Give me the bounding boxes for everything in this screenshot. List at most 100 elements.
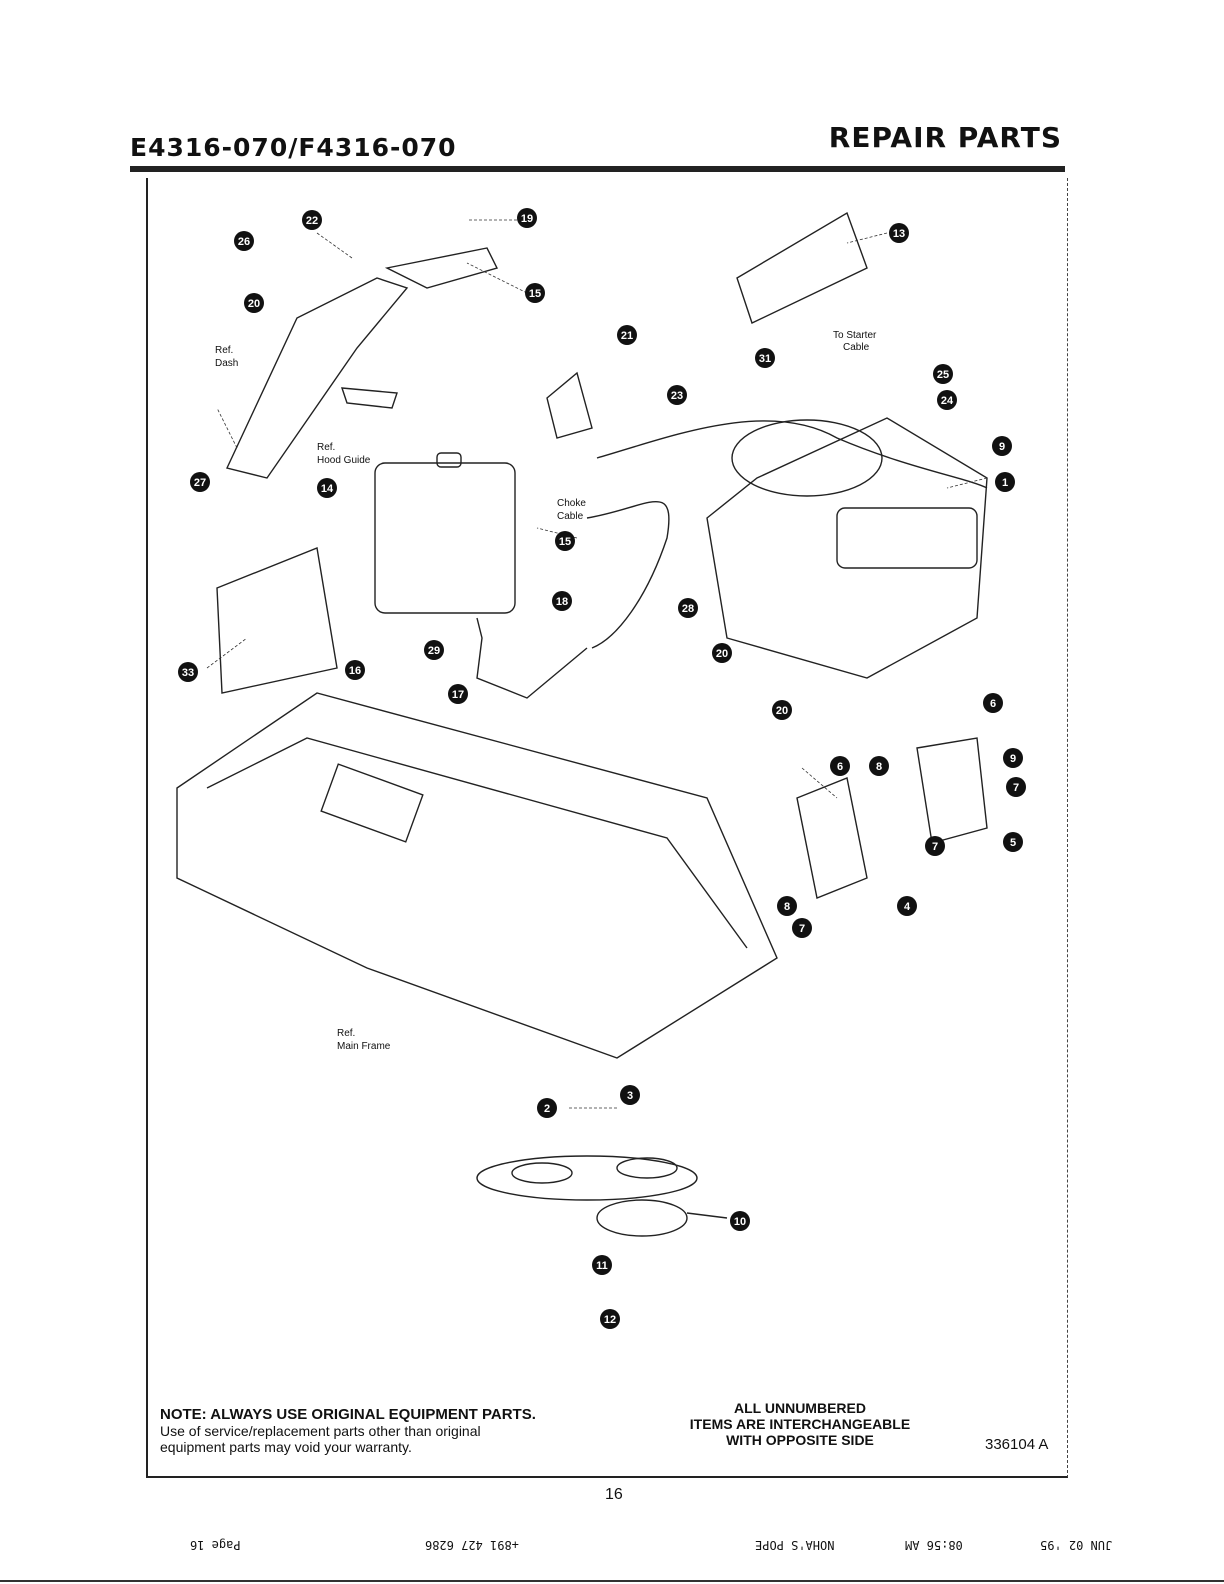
callout-5: 5 — [1003, 832, 1023, 852]
svg-text:33: 33 — [182, 667, 194, 679]
callout-22: 21 — [617, 325, 637, 345]
svg-text:22: 22 — [306, 215, 318, 227]
warranty-note: NOTE: ALWAYS USE ORIGINAL EQUIPMENT PART… — [160, 1407, 536, 1456]
svg-text:2: 2 — [544, 1103, 550, 1115]
dash-bracket — [340, 387, 398, 409]
ref-dash-2: Dash — [215, 358, 238, 369]
fuel-tank — [374, 462, 516, 614]
main-frame-rail — [206, 737, 748, 949]
fuel-cap — [436, 452, 462, 468]
callout-13: 13 — [889, 223, 909, 243]
svg-text:25: 25 — [937, 369, 949, 381]
svg-text:27: 27 — [194, 477, 206, 489]
main-frame — [176, 692, 778, 1059]
callout-15a: 15 — [525, 283, 545, 303]
choke-cable — [586, 500, 670, 649]
callout-17: 17 — [448, 684, 468, 704]
callout-21b: 20 — [712, 643, 732, 663]
callout-8a: 8 — [869, 756, 889, 776]
ref-hood-2: Hood Guide — [317, 455, 371, 466]
svg-text:8: 8 — [784, 901, 790, 913]
callout-18: 18 — [552, 591, 572, 611]
dash-part — [226, 277, 409, 479]
svg-text:20: 20 — [716, 648, 728, 660]
callout-14: 14 — [317, 478, 337, 498]
callout-19: 19 — [517, 208, 537, 228]
engine-mount-right — [916, 737, 988, 844]
callout-12: 12 — [600, 1309, 620, 1329]
clutch-pulley — [596, 1199, 688, 1237]
svg-text:31: 31 — [759, 353, 771, 365]
throttle-bracket — [546, 371, 593, 439]
svg-text:13: 13 — [893, 228, 905, 240]
svg-text:28: 28 — [682, 603, 694, 615]
callout-30: 29 — [424, 640, 444, 660]
callout-6a: 6 — [983, 693, 1003, 713]
fax-sender: NOHA'S POPE — [755, 1538, 835, 1552]
callout-33: 33 — [178, 662, 198, 682]
ref-starter-2: Cable — [843, 342, 870, 353]
hood-guide-part — [384, 247, 499, 289]
fax-phone: +891 427 6286 — [425, 1538, 519, 1552]
svg-text:1: 1 — [1002, 477, 1008, 489]
svg-text:8: 8 — [876, 761, 882, 773]
callout-21a: 20 — [244, 293, 264, 313]
svg-text:10: 10 — [734, 1216, 746, 1228]
callout-2: 2 — [537, 1098, 557, 1118]
callout-11: 11 — [592, 1255, 612, 1275]
callout-8b: 8 — [777, 896, 797, 916]
svg-text:9: 9 — [999, 441, 1005, 453]
starter-cable — [596, 420, 988, 489]
callout-3: 3 — [620, 1085, 640, 1105]
svg-text:14: 14 — [321, 483, 334, 495]
svg-text:23: 23 — [671, 390, 683, 402]
svg-text:20: 20 — [248, 298, 260, 310]
svg-text:6: 6 — [837, 761, 843, 773]
svg-text:20: 20 — [776, 705, 788, 717]
engine-air-cleaner — [836, 507, 978, 569]
note-line-2: equipment parts may void your warranty. — [160, 1439, 412, 1455]
svg-text:3: 3 — [627, 1090, 633, 1102]
header-rule — [130, 166, 1065, 172]
callout-31: 31 — [755, 348, 775, 368]
svg-text:17: 17 — [452, 689, 464, 701]
document-number: 336104 A — [985, 1436, 1049, 1453]
repair-parts-heading: REPAIR PARTS — [828, 121, 1062, 154]
svg-text:6: 6 — [990, 698, 996, 710]
svg-text:16: 16 — [349, 665, 361, 677]
callout-1: 1 — [995, 472, 1015, 492]
ref-starter-1: To Starter — [833, 330, 877, 341]
ref-mainframe-1: Ref. — [337, 1028, 355, 1039]
callout-7b: 7 — [925, 836, 945, 856]
svg-text:9: 9 — [1010, 753, 1016, 765]
callout-27: 26 — [234, 231, 254, 251]
ref-mainframe-2: Main Frame — [337, 1041, 391, 1052]
callout-6b: 6 — [830, 756, 850, 776]
ref-choke-1: Choke — [557, 498, 586, 509]
engine-mount-left — [796, 777, 868, 899]
callout-16: 16 — [345, 660, 365, 680]
fax-page: Page 16 — [190, 1538, 241, 1552]
diagram-frame — [146, 178, 1068, 1478]
fax-time: 08:56 AM — [905, 1538, 963, 1552]
reference-labels: Ref. Dash Ref. Hood Guide To Starter Cab… — [215, 330, 877, 1052]
svg-text:11: 11 — [596, 1260, 608, 1272]
callout-9b: 9 — [1003, 748, 1023, 768]
svg-text:12: 12 — [604, 1314, 616, 1326]
callout-7c: 7 — [792, 918, 812, 938]
callout-4: 4 — [897, 896, 917, 916]
svg-text:5: 5 — [1010, 837, 1016, 849]
engine-shield — [736, 211, 868, 324]
pulley-leader — [686, 1212, 728, 1219]
svg-text:4: 4 — [904, 901, 911, 913]
callout-25: 24 — [937, 390, 957, 410]
svg-text:24: 24 — [941, 395, 954, 407]
unnumbered-line-1: ALL UNNUMBERED — [734, 1400, 866, 1416]
fax-date: JUN 02 '95 — [1040, 1538, 1113, 1552]
fuel-line — [476, 617, 588, 699]
callout-23: 22 — [302, 210, 322, 230]
svg-text:29: 29 — [428, 645, 440, 657]
ref-choke-2: Cable — [557, 511, 584, 522]
callout-24: 23 — [667, 385, 687, 405]
page-number: 16 — [605, 1486, 623, 1503]
